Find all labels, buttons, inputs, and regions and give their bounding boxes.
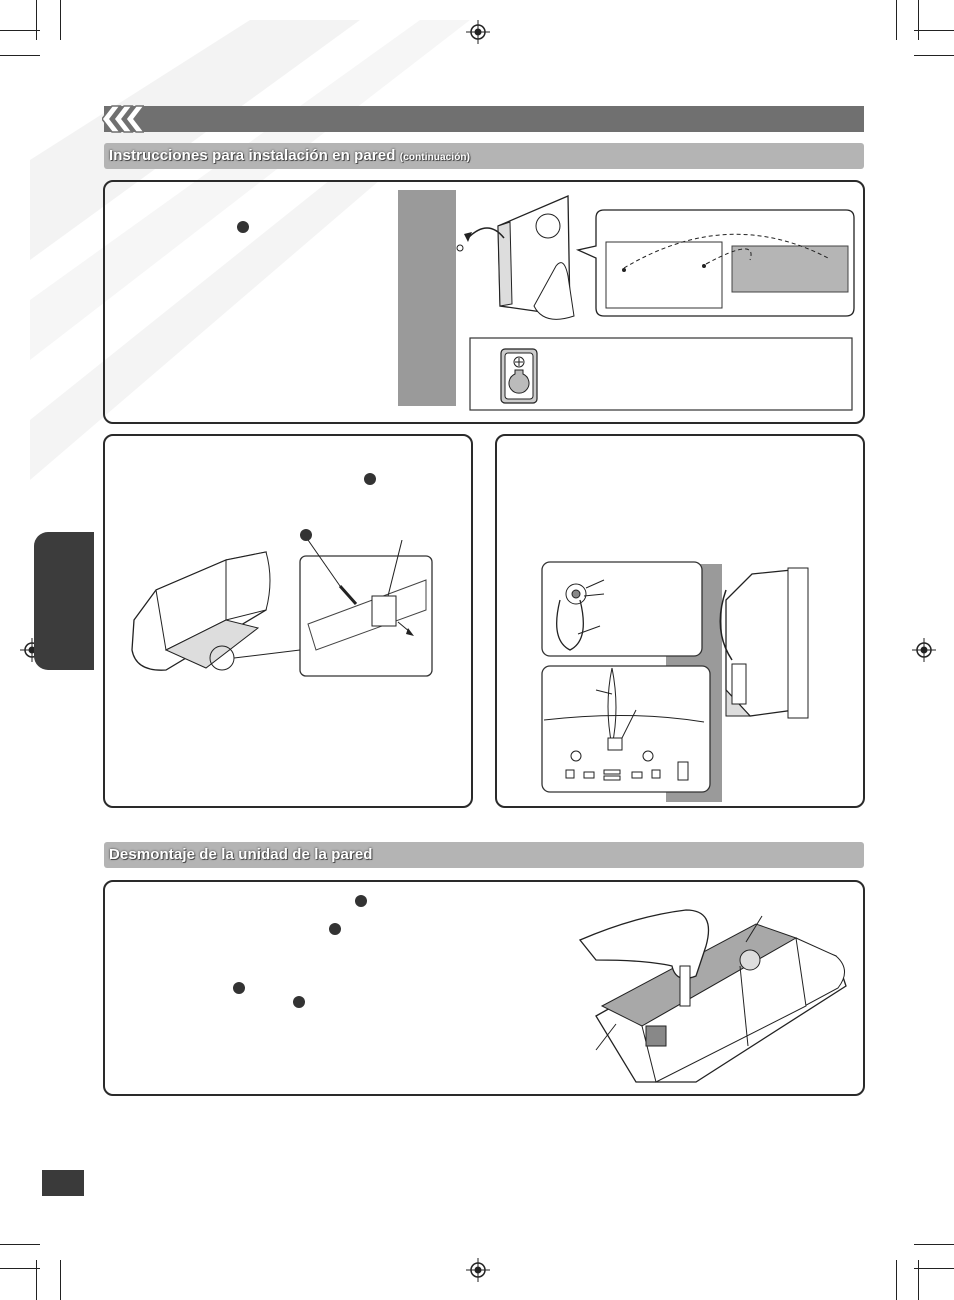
step-bullet-icon xyxy=(355,895,367,907)
step-panel xyxy=(495,434,865,808)
crop-mark xyxy=(0,55,40,56)
crop-mark xyxy=(914,1244,954,1245)
section-title: Desmontaje de la unidad de la pared xyxy=(109,846,373,863)
crop-mark xyxy=(0,1244,40,1245)
registration-mark-icon xyxy=(466,20,490,44)
step-bullet-icon xyxy=(364,473,376,485)
page-number-block xyxy=(42,1170,84,1196)
crop-mark xyxy=(36,1260,37,1300)
crop-mark xyxy=(914,1268,954,1269)
hanging-on-screw-illustration xyxy=(541,561,809,802)
crop-mark xyxy=(36,0,37,40)
crop-mark xyxy=(918,0,919,40)
screw-fixing-illustration xyxy=(131,540,433,677)
section-title: Instrucciones para instalación en pared xyxy=(109,147,396,164)
step-panel xyxy=(103,880,865,1096)
keyhole-slot-icon xyxy=(500,348,538,404)
step-bullet-icon xyxy=(300,529,312,541)
step-bullet-icon xyxy=(237,221,249,233)
crop-mark xyxy=(896,0,897,40)
registration-mark-icon xyxy=(912,638,936,662)
crop-mark xyxy=(60,1260,61,1300)
side-language-tab xyxy=(34,532,94,670)
step-panel xyxy=(103,180,865,424)
chevron-icon xyxy=(102,105,144,133)
registration-mark-icon xyxy=(466,1258,490,1282)
crop-mark xyxy=(60,0,61,40)
section-title-note: (continuación) xyxy=(399,152,471,163)
crop-mark xyxy=(918,1260,919,1300)
crop-mark xyxy=(896,1260,897,1300)
removal-illustration xyxy=(578,909,847,1083)
section-title-bar: Desmontaje de la unidad de la pared xyxy=(104,842,864,868)
crop-mark xyxy=(0,1268,40,1269)
crop-mark xyxy=(914,55,954,56)
top-header-bar xyxy=(104,106,864,132)
step-panel xyxy=(103,434,473,808)
crop-mark xyxy=(914,30,954,31)
step-bullet-icon xyxy=(233,982,245,994)
step-bullet-icon xyxy=(329,923,341,935)
crop-mark xyxy=(0,30,40,31)
step-bullet-icon xyxy=(293,996,305,1008)
wall-mount-illustration xyxy=(398,190,855,411)
section-title-bar: Instrucciones para instalación en pared … xyxy=(104,143,864,169)
